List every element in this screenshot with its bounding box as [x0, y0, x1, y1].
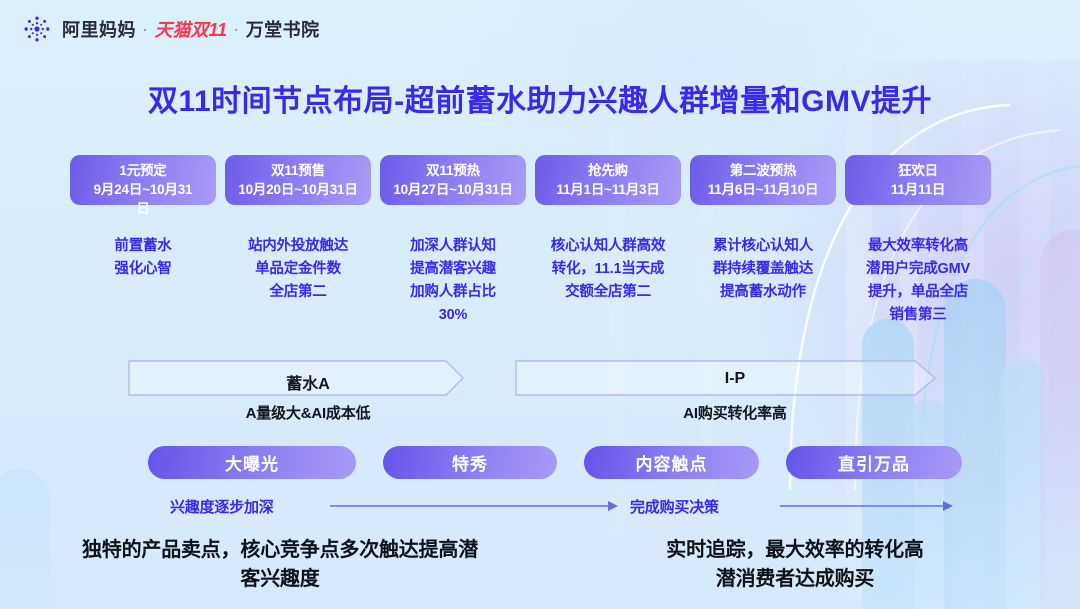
- band-subtitle: A量级大&AI成本低: [245, 405, 371, 422]
- timeline-column-1: 1元预定 9月24日~10月31 日 前置蓄水强化心智: [70, 155, 216, 327]
- academy-name: 万堂书院: [245, 20, 320, 40]
- page-title: 双11时间节点布局-超前蓄水助力兴趣人群增量和GMV提升: [147, 85, 933, 118]
- summary-row: 独特的产品卖点，核心竞争点多次触达提高潜客兴趣度 实时追踪，最大效率的转化高潜消…: [0, 536, 1080, 594]
- band-label: 蓄水A: [286, 376, 330, 393]
- timeline-chip[interactable]: 1元预定 9月24日~10月31 日: [70, 155, 216, 216]
- timeline-column-2: 双11预售 10月20日~10月31日 站内外投放触达单品定金件数全店第二: [225, 155, 371, 327]
- pill-te-xiu[interactable]: 特秀: [383, 446, 557, 479]
- chip-title: 双11预热: [426, 163, 480, 178]
- phase-band-ip[interactable]: I-P AI购买转化率高: [515, 360, 955, 422]
- timeline-description: 核心认知人群高效转化，11.1当天成交额全店第二: [550, 238, 666, 300]
- chip-title: 抢先购: [588, 163, 628, 178]
- page-header: 阿里妈妈 · 天猫双11 · 万堂书院: [0, 0, 1080, 58]
- timeline-chip[interactable]: 第二波预热 11月6日~11月10日: [690, 155, 836, 205]
- timeline-column-4: 抢先购 11月1日~11月3日 核心认知人群高效转化，11.1当天成交额全店第二: [535, 155, 681, 327]
- band-subtitle: AI购买转化率高: [683, 405, 787, 422]
- chip-date-overflow: 日: [136, 201, 150, 216]
- alimama-burst-icon: [22, 14, 52, 44]
- timeline-chip[interactable]: 双11预售 10月20日~10月31日: [225, 155, 371, 205]
- campaign-name: 天猫双11: [154, 20, 228, 40]
- caption-left: 兴趣度逐步加深: [170, 499, 274, 516]
- chip-date: 11月11日: [890, 182, 946, 197]
- chip-title: 双11预售: [271, 163, 325, 178]
- brand-name: 阿里妈妈: [62, 20, 136, 40]
- timeline-description: 累计核心认知人群持续覆盖触达提高蓄水动作: [712, 238, 814, 300]
- right-arrow-line-icon: [330, 501, 618, 511]
- phase-bands: 蓄水A A量级大&AI成本低 I-P AI购买转化率高: [0, 360, 1080, 422]
- summary-left: 独特的产品卖点，核心竞争点多次触达提高潜客兴趣度: [82, 539, 478, 590]
- phase-band-xushui[interactable]: 蓄水A A量级大&AI成本低: [128, 360, 488, 422]
- timeline-chip[interactable]: 双11预热 10月27日~10月31日: [380, 155, 526, 205]
- chip-date: 9月24日~10月31: [93, 182, 193, 197]
- chip-title: 1元预定: [119, 163, 167, 178]
- right-arrow-line-icon: [780, 501, 953, 511]
- timeline-chip[interactable]: 狂欢日 11月11日: [845, 155, 991, 205]
- caption-row: 兴趣度逐步加深 完成购买决策: [0, 494, 1080, 520]
- brand-separator-2: ·: [233, 18, 240, 39]
- timeline-column-5: 第二波预热 11月6日~11月10日 累计核心认知人群持续覆盖触达提高蓄水动作: [690, 155, 836, 327]
- timeline-description: 前置蓄水强化心智: [114, 238, 172, 277]
- brand-separator-1: ·: [142, 18, 149, 39]
- pill-da-baoguang[interactable]: 大曝光: [148, 446, 356, 479]
- chip-date: 11月1日~11月3日: [556, 182, 660, 197]
- caption-right: 完成购买决策: [630, 499, 719, 516]
- background-right-glow: [720, 60, 1080, 609]
- timeline-description: 站内外投放触达单品定金件数全店第二: [247, 238, 349, 300]
- summary-right: 实时追踪，最大效率的转化高潜消费者达成购买: [666, 539, 924, 590]
- chip-date: 11月6日~11月10日: [707, 182, 819, 197]
- chip-date: 10月20日~10月31日: [238, 182, 358, 197]
- timeline-chip[interactable]: 抢先购 11月1日~11月3日: [535, 155, 681, 205]
- chip-date: 10月27日~10月31日: [393, 182, 513, 197]
- timeline-columns: 1元预定 9月24日~10月31 日 前置蓄水强化心智 双11预售 10月20日…: [70, 155, 1010, 327]
- band-label: I-P: [724, 370, 746, 387]
- pill-neirong-chudian[interactable]: 内容触点: [584, 446, 759, 479]
- product-pills: 大曝光 特秀 内容触点 直引万品: [148, 446, 964, 479]
- pill-zhiyin-wanpin[interactable]: 直引万品: [786, 446, 962, 479]
- chip-title: 第二波预热: [729, 163, 797, 178]
- chip-title: 狂欢日: [898, 163, 938, 178]
